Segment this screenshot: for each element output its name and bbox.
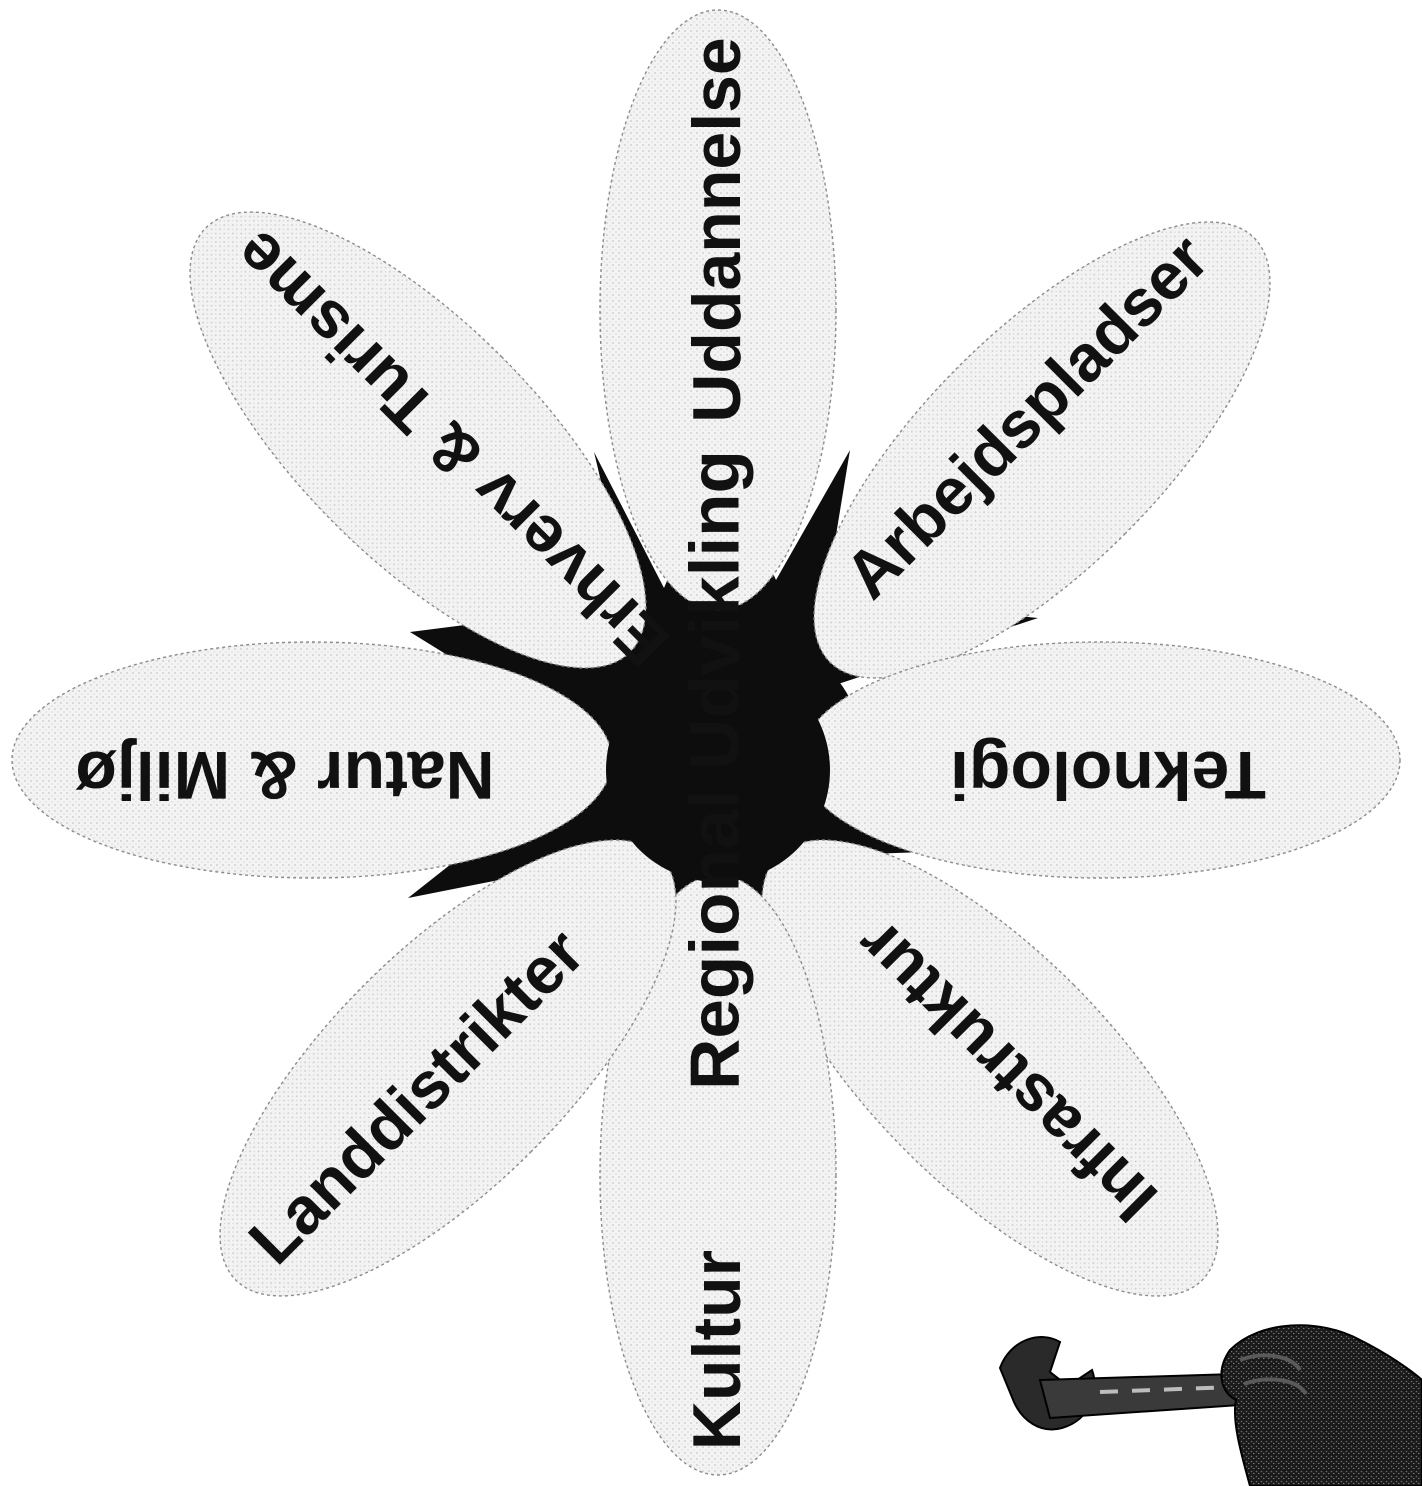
label-kultur: Kultur	[679, 1250, 755, 1450]
label-natur-miljo: Natur & Miljø	[75, 737, 495, 813]
center-label: Regional Udvikling	[675, 450, 753, 1090]
label-uddannelse: Uddannelse	[679, 37, 755, 422]
label-teknologi: Teknologi	[950, 737, 1266, 813]
wrench-in-hand-icon	[1000, 1325, 1422, 1486]
